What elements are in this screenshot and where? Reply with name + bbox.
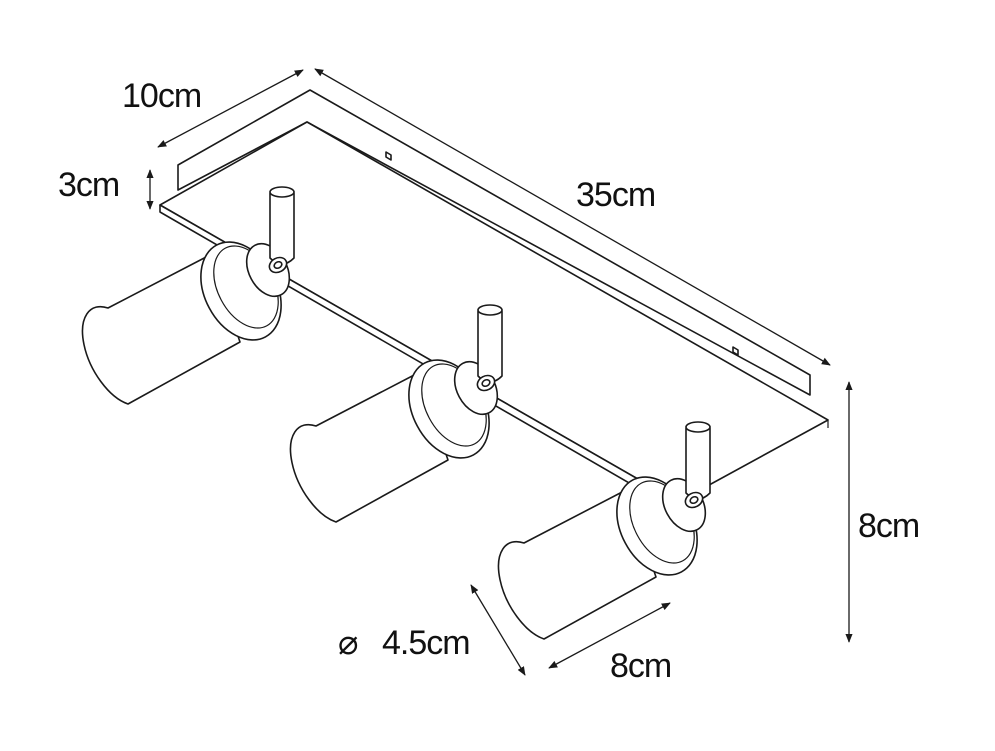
- depth-dimension-line: [157, 69, 304, 148]
- depth-label: 10cm: [122, 77, 201, 115]
- spotlight-stem: [477, 305, 503, 383]
- spotlights-group: [81, 186, 711, 640]
- height-label: 8cm: [858, 507, 919, 545]
- spotlight-stem-cap: [477, 304, 503, 316]
- dimension-lines: [146, 68, 853, 676]
- spotlight-1: [81, 186, 295, 405]
- spotlight-3: [497, 421, 711, 640]
- spotlight-stem: [269, 187, 295, 265]
- spotlight-shade: [289, 372, 449, 523]
- spotlight-stem-cap: [685, 421, 711, 433]
- diameter-dimension-line: [470, 584, 526, 676]
- plate-back-face: [177, 89, 811, 396]
- spot-length-dimension-line: [548, 602, 671, 669]
- spot-diameter-label: 4.5cm: [382, 624, 470, 662]
- dimension-labels: 10cm 3cm 35cm 8cm ⌀ 4.5cm 8cm: [58, 77, 920, 685]
- spot-length-label: 8cm: [610, 647, 671, 685]
- spotlight-shade: [81, 254, 241, 405]
- spotlight-stem: [685, 422, 711, 500]
- spotlight-shade: [497, 489, 657, 640]
- length-dimension-line: [314, 68, 831, 366]
- length-label: 35cm: [576, 176, 655, 214]
- spotlight-stem-cap: [269, 186, 295, 198]
- diameter-symbol: ⌀: [338, 624, 358, 662]
- plate-thickness-label: 3cm: [58, 166, 119, 204]
- spotlight-knob-center: [481, 378, 491, 388]
- spotlight-knob-center: [689, 495, 699, 505]
- spotlight-knob-center: [273, 260, 283, 270]
